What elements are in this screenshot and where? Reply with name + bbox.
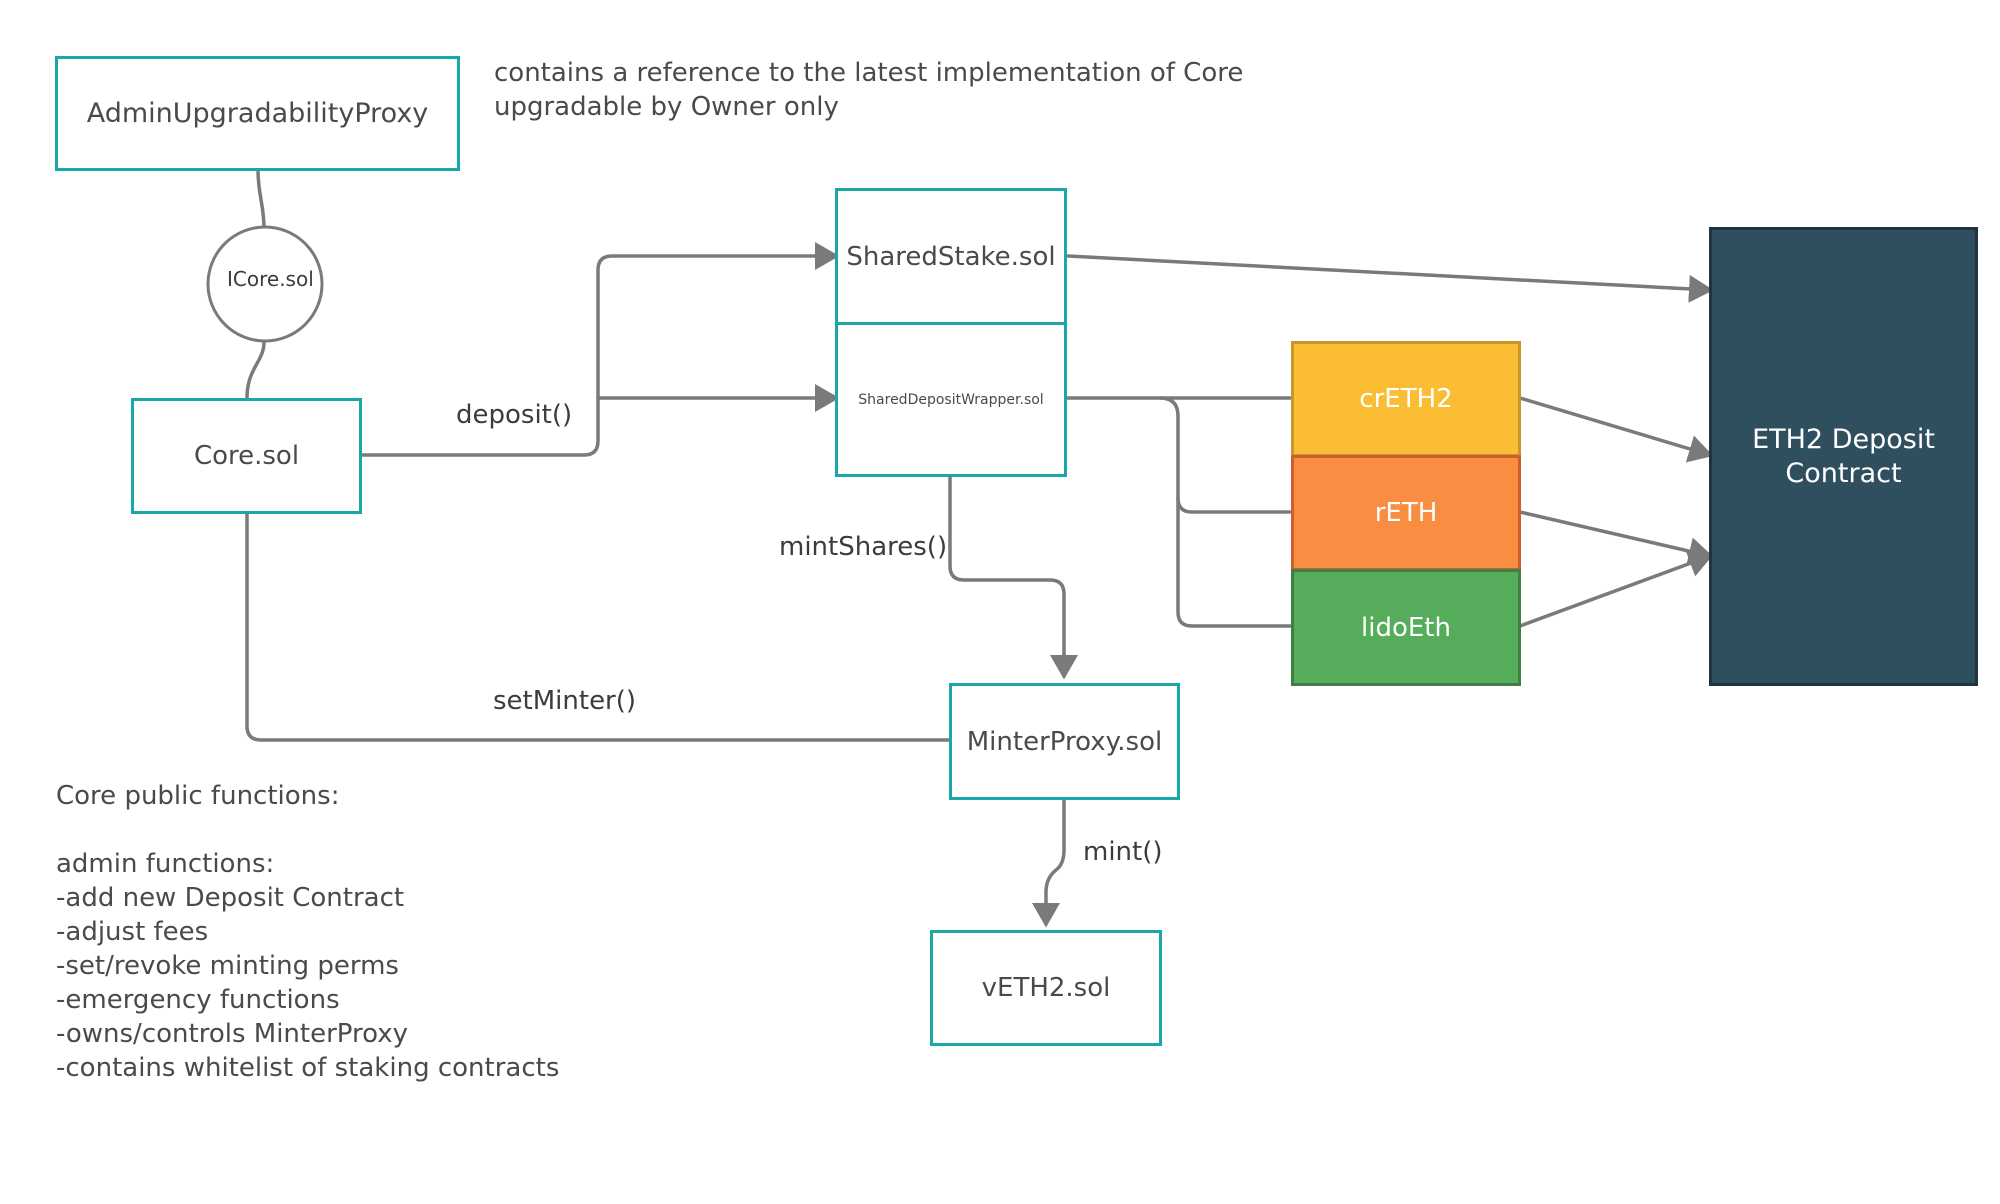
- mint-edge-label: mint(): [1083, 837, 1163, 867]
- reth-node[interactable]: rETH: [1291, 455, 1521, 571]
- proxy-note: contains a reference to the latest imple…: [494, 58, 1244, 122]
- core-node[interactable]: Core.sol: [131, 398, 362, 514]
- mint-shares-edge-label: mintShares(): [779, 532, 948, 562]
- reth-label: rETH: [1374, 498, 1438, 528]
- minter-proxy-label: MinterProxy.sol: [966, 726, 1163, 757]
- admin-upgradability-proxy-node[interactable]: AdminUpgradabilityProxy: [55, 56, 460, 171]
- connector-creth2-eth2: [1518, 396, 1714, 463]
- creth2-label: crETH2: [1359, 384, 1453, 414]
- connector-wrapper-lidoeth: [1176, 496, 1292, 628]
- connector-wrapper-reth: [1158, 396, 1292, 514]
- deposit-edge-label: deposit(): [456, 400, 573, 430]
- shared-stake-node[interactable]: SharedStake.sol: [835, 188, 1067, 325]
- icore-circle: [206, 225, 324, 343]
- connector-wrapper-minterproxy: [948, 475, 1078, 680]
- connector-proxy-icore: [256, 168, 266, 230]
- connector-core-minterproxy: [245, 512, 952, 742]
- core-label: Core.sol: [193, 441, 300, 471]
- connector-reth-eth2: [1518, 510, 1714, 565]
- connector-minterproxy-veth2: [1032, 798, 1066, 928]
- lidoeth-label: lidoEth: [1361, 612, 1451, 643]
- veth2-node[interactable]: vETH2.sol: [930, 930, 1162, 1046]
- shared-deposit-wrapper-node[interactable]: SharedDepositWrapper.sol: [835, 322, 1067, 477]
- veth2-label: vETH2.sol: [981, 973, 1111, 1003]
- shared-stake-label: SharedStake.sol: [846, 241, 1056, 272]
- connector-sharedstake-eth2: [1066, 254, 1714, 303]
- creth2-node[interactable]: crETH2: [1291, 341, 1521, 457]
- core-functions-note: Core public functions: admin functions: …: [56, 781, 560, 1083]
- icore-label: ICore.sol: [227, 267, 314, 291]
- set-minter-edge-label: setMinter(): [493, 686, 637, 716]
- eth2-deposit-contract-node[interactable]: ETH2 Deposit Contract: [1709, 227, 1978, 686]
- connector-core-sharedstake: [361, 242, 840, 457]
- minter-proxy-node[interactable]: MinterProxy.sol: [949, 683, 1180, 800]
- admin-upgradability-proxy-label: AdminUpgradabilityProxy: [86, 98, 429, 129]
- shared-deposit-wrapper-label: SharedDepositWrapper.sol: [858, 391, 1044, 408]
- eth2-deposit-contract-label: ETH2 Deposit Contract: [1752, 423, 1935, 489]
- lidoeth-node[interactable]: lidoEth: [1291, 569, 1521, 686]
- connector-icore-core: [245, 340, 266, 400]
- connector-lidoeth-eth2: [1518, 550, 1714, 628]
